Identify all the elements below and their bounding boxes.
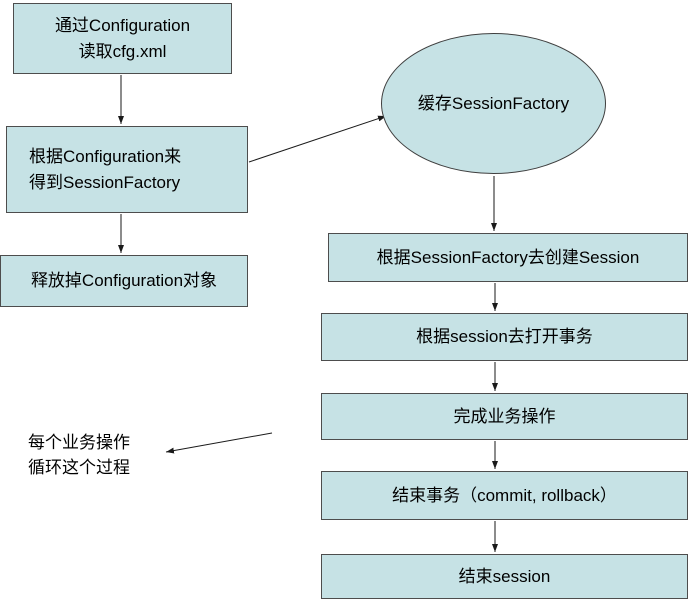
node-open-transaction-label: 根据session去打开事务 <box>416 327 593 347</box>
node-end-session-label: 结束session <box>458 566 551 586</box>
node-cache-sessionfactory: 缓存SessionFactory <box>381 33 606 174</box>
node-get-sessionfactory: 根据Configuration来 得到SessionFactory <box>6 126 248 213</box>
node-get-sessionfactory-label: 根据Configuration来 得到SessionFactory <box>29 147 182 192</box>
node-open-transaction: 根据session去打开事务 <box>321 313 688 361</box>
annotation-arrow <box>165 432 273 454</box>
node-create-session: 根据SessionFactory去创建Session <box>328 233 688 282</box>
node-release-config: 释放掉Configuration对象 <box>0 255 248 307</box>
node-end-transaction-label: 结束事务（commit, rollback） <box>392 485 617 505</box>
node-end-session: 结束session <box>321 554 688 599</box>
node-read-config: 通过Configuration 读取cfg.xml <box>13 3 232 74</box>
node-complete-business: 完成业务操作 <box>321 393 688 440</box>
node-end-transaction: 结束事务（commit, rollback） <box>321 471 688 520</box>
node-cache-sessionfactory-label: 缓存SessionFactory <box>417 93 570 113</box>
node-create-session-label: 根据SessionFactory去创建Session <box>376 247 640 267</box>
node-release-config-label: 释放掉Configuration对象 <box>30 271 218 291</box>
arrow-get-sessionfactory-to-cache-sessionfactory <box>248 115 387 163</box>
loop-annotation: 每个业务操作 循环这个过程 <box>28 433 130 477</box>
node-complete-business-label: 完成业务操作 <box>453 406 556 426</box>
node-read-config-label: 通过Configuration 读取cfg.xml <box>54 16 191 61</box>
